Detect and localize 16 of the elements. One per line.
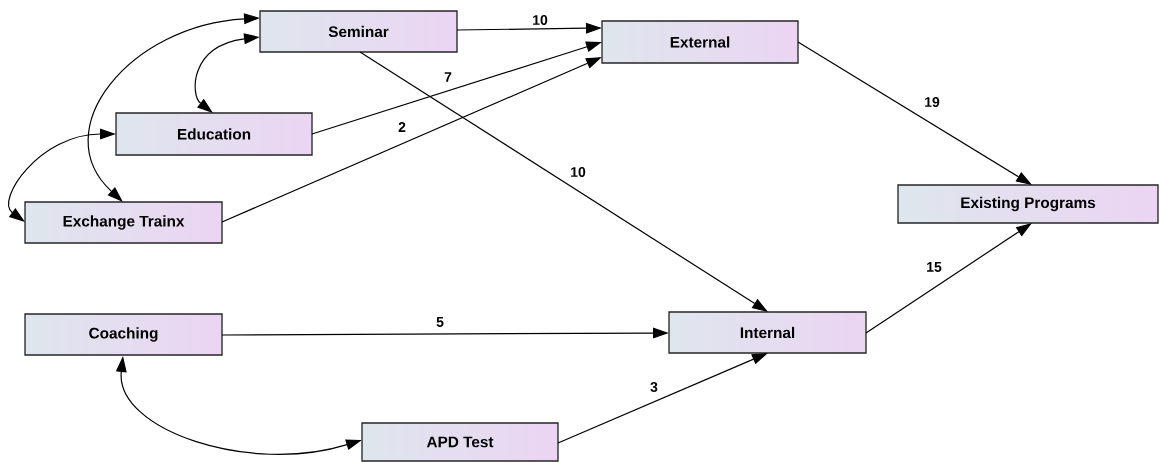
edge-label: 5 [434,315,446,329]
edge-label: 10 [568,165,588,179]
variable-box: Internal [668,311,867,354]
edge-label: 7 [442,70,454,84]
variable-box: Existing Programs [897,184,1159,224]
variable-box: APD Test [361,422,559,462]
variable-box: Education [115,112,313,156]
variable-box: Seminar [259,10,458,53]
variable-box: Coaching [24,313,223,356]
edge-label: 19 [922,95,942,109]
variable-box: External [601,20,799,64]
variable-box: Exchange Trainx [24,201,223,244]
edge-label: 2 [396,120,408,134]
edge-label: 15 [924,260,944,274]
edge-label: 10 [530,13,550,27]
edge-label: 3 [648,380,660,394]
